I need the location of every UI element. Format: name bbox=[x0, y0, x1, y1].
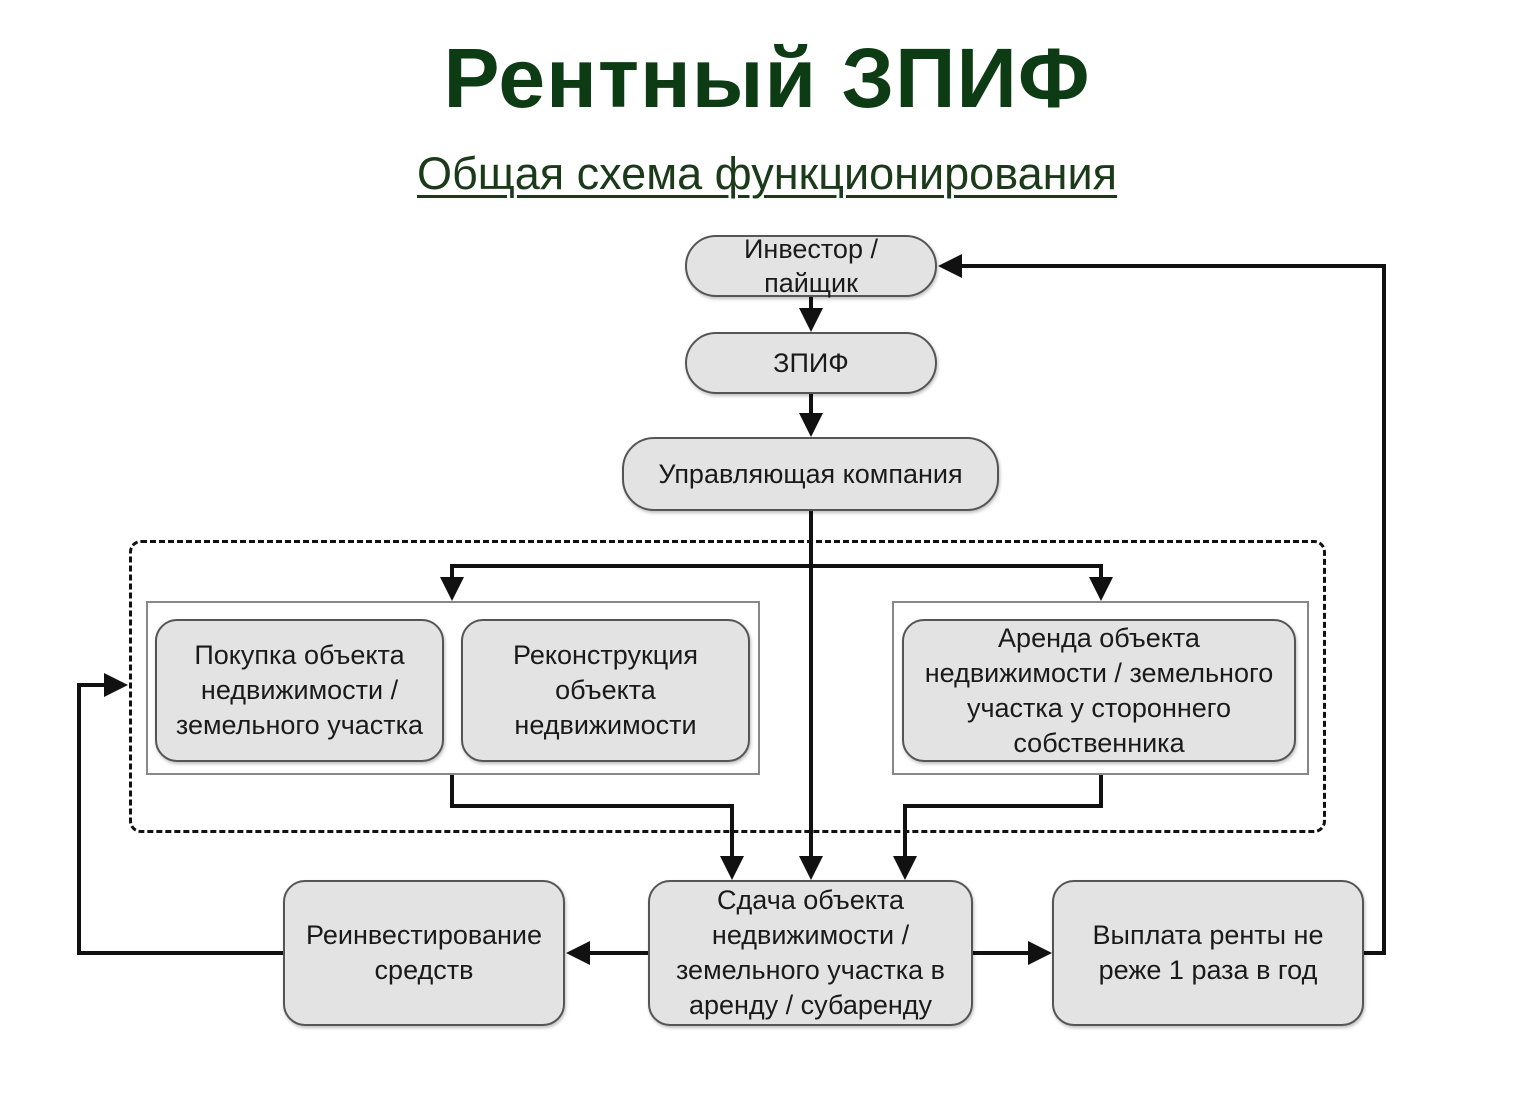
node-zpif-label: ЗПИФ bbox=[773, 347, 849, 378]
node-purchase-label: Покупка объекта недвижимости / земельног… bbox=[175, 640, 424, 740]
edge-uk-leasein bbox=[811, 564, 1113, 601]
edge-leasein-leaseout bbox=[893, 775, 1103, 880]
diagram-subtitle: Общая схема функционирования bbox=[0, 148, 1516, 200]
node-management-company-label: Управляющая компания bbox=[658, 458, 963, 489]
edge-uk-purchase bbox=[440, 564, 811, 601]
node-investor: Инвестор / пайщик bbox=[685, 234, 937, 298]
node-management-company: Управляющая компания bbox=[622, 437, 999, 511]
node-investor-label: Инвестор / пайщик bbox=[744, 234, 878, 298]
node-rent-payment-label: Выплата ренты не реже 1 раза в год bbox=[1092, 920, 1324, 985]
node-lease-in: Аренда объекта недвижимости / земельного… bbox=[902, 619, 1296, 762]
edge-reinvest-group bbox=[77, 673, 283, 955]
node-purchase: Покупка объекта недвижимости / земельног… bbox=[155, 619, 444, 762]
node-reinvest-label: Реинвестирование средств bbox=[306, 920, 542, 985]
edge-rent-investor bbox=[938, 254, 1386, 955]
investment-activities-group bbox=[129, 540, 1326, 833]
edge-purchase-leaseout bbox=[450, 775, 744, 880]
node-reconstruction: Реконструкция объекта недвижимости bbox=[461, 619, 750, 762]
node-reinvest: Реинвестирование средств bbox=[283, 880, 565, 1026]
subtitle-text: Общая схема функционирования bbox=[416, 148, 1117, 199]
node-lease-out: Сдача объекта недвижимости / земельного … bbox=[648, 880, 973, 1026]
node-zpif: ЗПИФ bbox=[685, 332, 937, 394]
diagram-title: Рентный ЗПИФ bbox=[443, 31, 1091, 125]
node-rent-payment: Выплата ренты не реже 1 раза в год bbox=[1052, 880, 1364, 1026]
node-reconstruction-label: Реконструкция объекта недвижимости bbox=[513, 640, 698, 740]
node-lease-in-label: Аренда объекта недвижимости / земельного… bbox=[924, 622, 1274, 758]
node-lease-out-label: Сдача объекта недвижимости / земельного … bbox=[675, 885, 945, 1020]
